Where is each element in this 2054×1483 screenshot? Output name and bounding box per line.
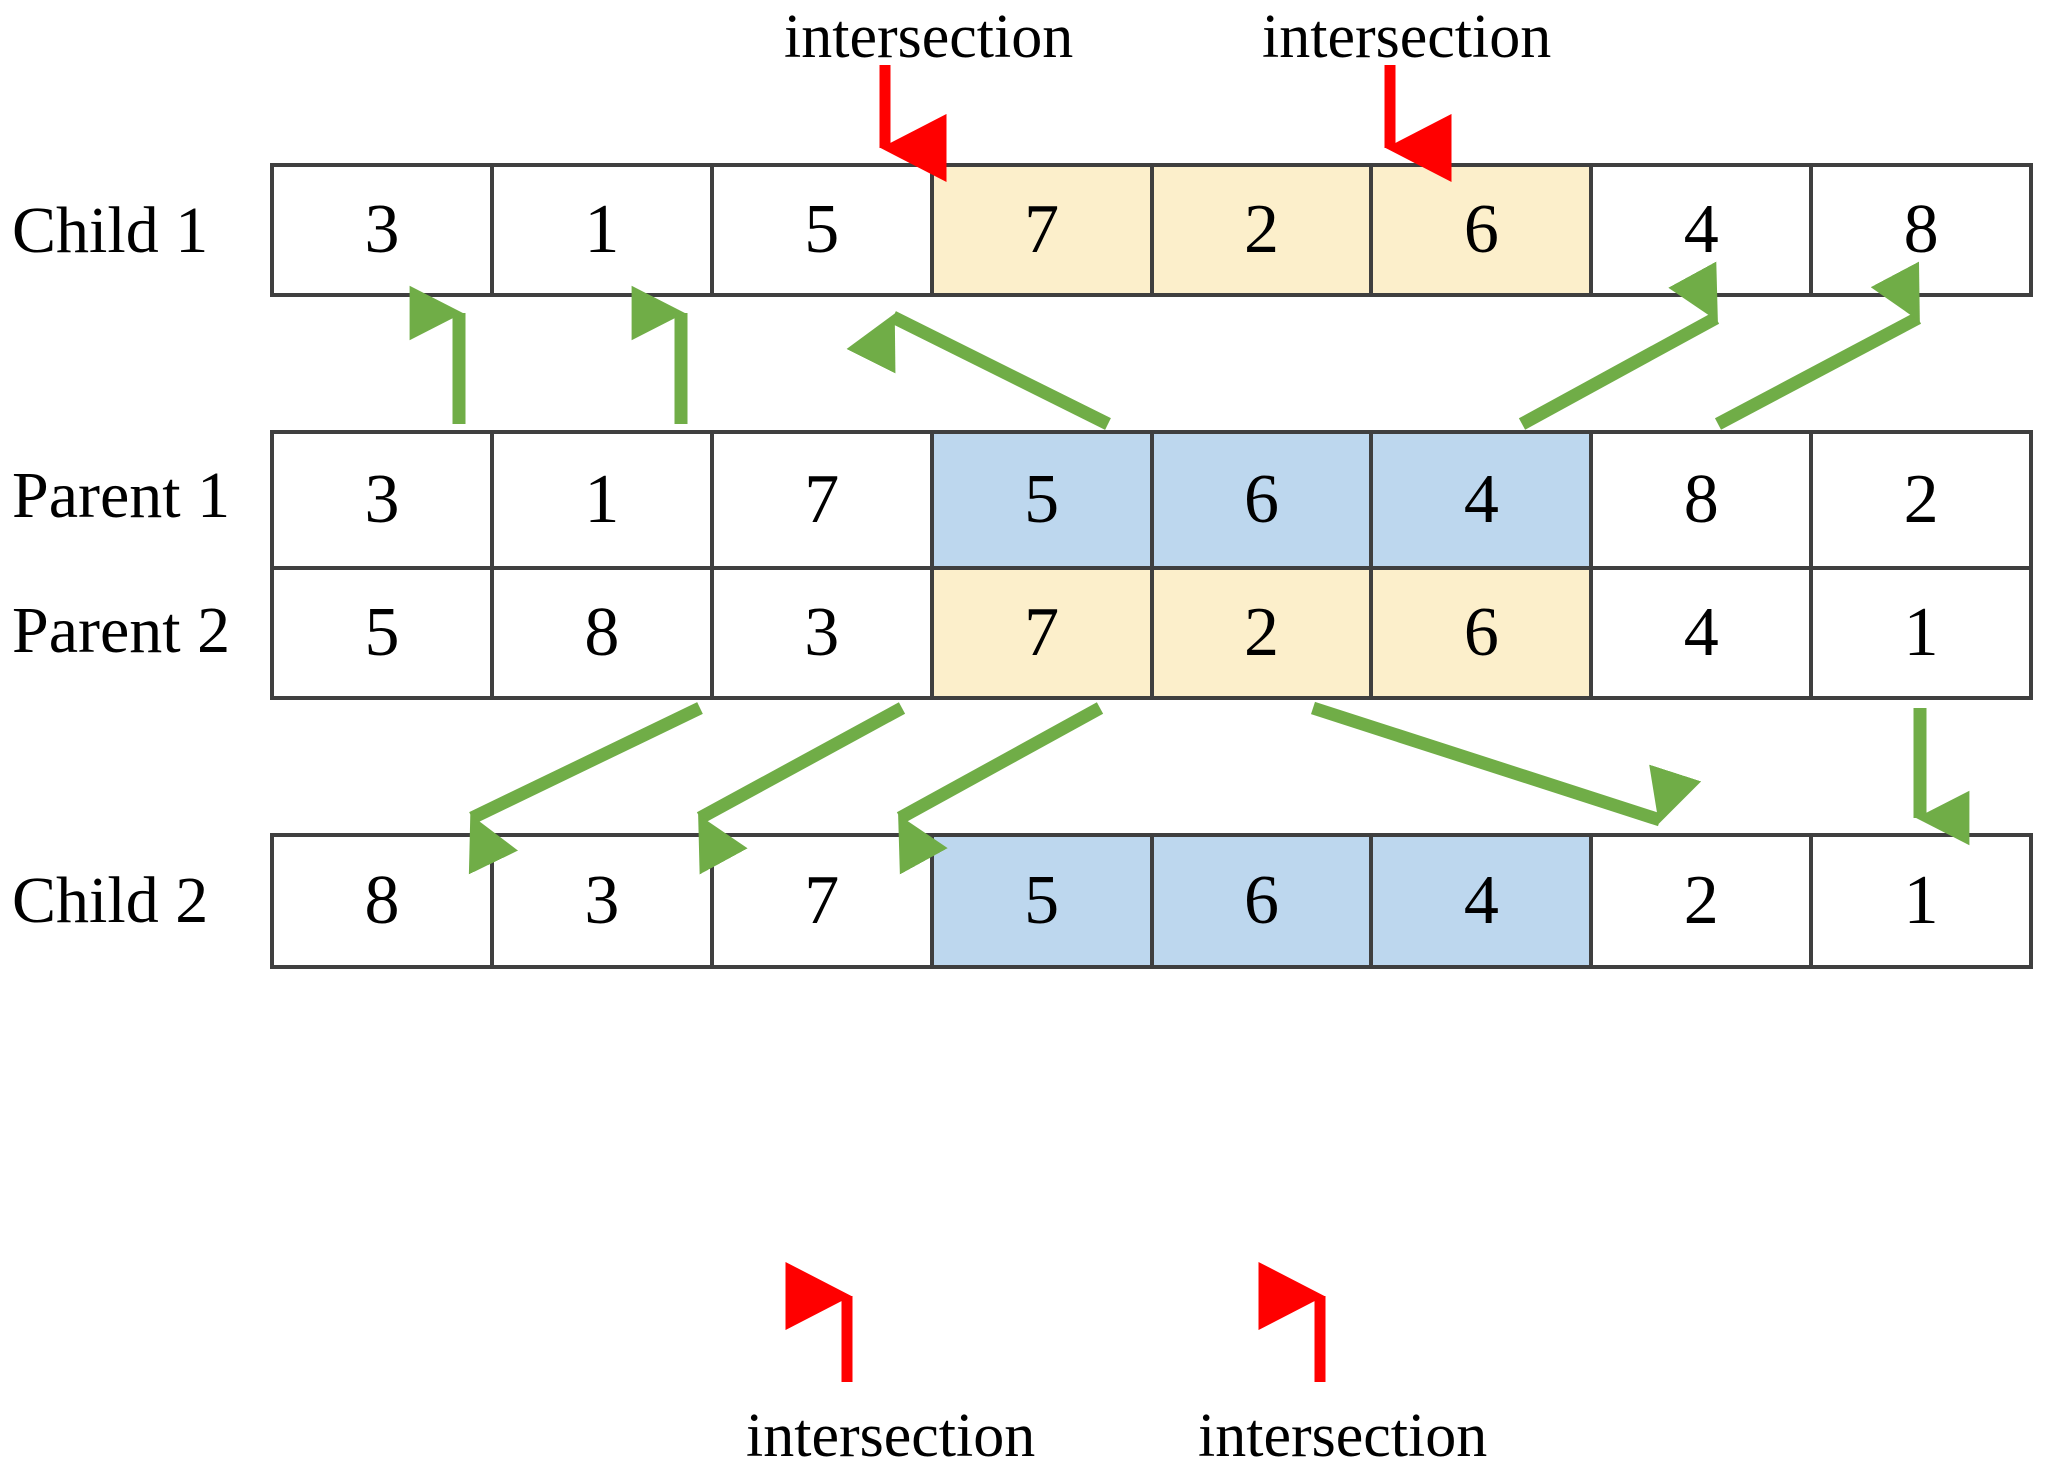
row-label-child1: Child 1 bbox=[12, 194, 209, 267]
mapping-arrow-p2c2-1 bbox=[696, 702, 906, 875]
gene-cell-child1-5: 6 bbox=[1373, 167, 1594, 293]
gene-cell-parent2-4: 2 bbox=[1153, 570, 1374, 696]
row-label-parent1: Parent 1 bbox=[12, 459, 231, 532]
gene-cell-child2-7: 1 bbox=[1813, 837, 2029, 965]
gene-cell-child1-6: 4 bbox=[1593, 167, 1814, 293]
gene-cell-parent2-5: 6 bbox=[1373, 570, 1594, 696]
gene-cell-parent1-3: 5 bbox=[933, 434, 1154, 566]
mapping-arrow-p1c1-3 bbox=[1518, 261, 1720, 430]
gene-cell-parent2-0: 5 bbox=[274, 570, 494, 696]
gene-cell-parent2-3: 7 bbox=[933, 570, 1154, 696]
gene-cell-parent2-7: 1 bbox=[1813, 570, 2029, 696]
intersection-label-bottom-left: intersection bbox=[746, 1402, 1036, 1470]
gene-cell-parent1-6: 8 bbox=[1593, 434, 1814, 566]
gene-cell-child1-3: 7 bbox=[933, 167, 1154, 293]
gene-cell-child2-6: 2 bbox=[1593, 837, 1814, 965]
gene-cell-parent2-2: 3 bbox=[713, 570, 934, 696]
gene-cell-child2-0: 8 bbox=[274, 837, 494, 965]
gene-cell-parent1-1: 1 bbox=[493, 434, 714, 566]
mapping-arrow-p2c2-2 bbox=[896, 702, 1104, 875]
gene-cell-parent1-2: 7 bbox=[713, 434, 934, 566]
gene-cell-child2-4: 6 bbox=[1153, 837, 1374, 965]
gene-cell-child1-2: 5 bbox=[713, 167, 934, 293]
intersection-label-top-right: intersection bbox=[1262, 3, 1552, 71]
intersection-label-bottom-right: intersection bbox=[1198, 1402, 1488, 1470]
row-label-parent2: Parent 2 bbox=[12, 594, 231, 667]
gene-cell-child2-5: 4 bbox=[1373, 837, 1594, 965]
mapping-arrow-p1c1-4 bbox=[1714, 261, 1922, 430]
gene-cell-parent1-0: 3 bbox=[274, 434, 494, 566]
gene-cell-child1-1: 1 bbox=[493, 167, 714, 293]
gene-cell-parent1-7: 2 bbox=[1813, 434, 2029, 566]
mapping-arrow-p1c1-2 bbox=[846, 311, 1111, 430]
gene-cell-child2-3: 5 bbox=[933, 837, 1154, 965]
row-label-child2: Child 2 bbox=[12, 864, 209, 937]
gene-cell-child2-2: 7 bbox=[713, 837, 934, 965]
gene-cell-parent1-5: 4 bbox=[1373, 434, 1594, 566]
gene-cell-child1-4: 2 bbox=[1153, 167, 1374, 293]
gene-cell-child1-7: 8 bbox=[1813, 167, 2029, 293]
gene-cell-parent2-6: 4 bbox=[1593, 570, 1814, 696]
mapping-arrow-p2c2-3 bbox=[1311, 701, 1702, 827]
intersection-label-top-left: intersection bbox=[784, 3, 1074, 71]
gene-cell-parent2-1: 8 bbox=[493, 570, 714, 696]
gene-cell-child2-1: 3 bbox=[493, 837, 714, 965]
mapping-arrow-p2c2-0 bbox=[468, 702, 703, 875]
gene-cell-parent1-4: 6 bbox=[1153, 434, 1374, 566]
gene-cell-child1-0: 3 bbox=[274, 167, 494, 293]
